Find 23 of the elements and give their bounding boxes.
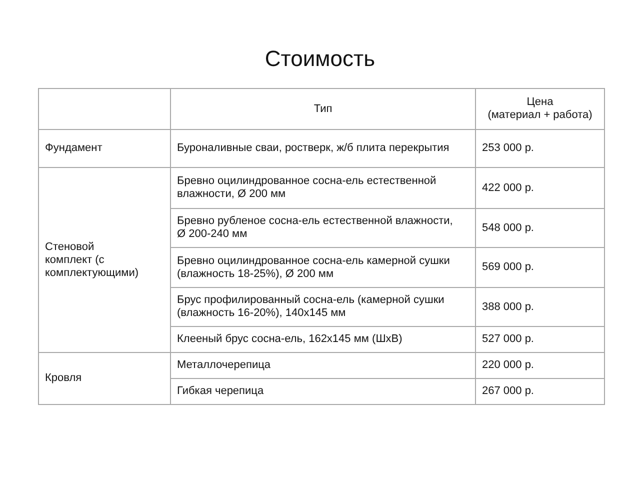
price-cell: 220 000 р. [476, 352, 604, 378]
type-cell: Брус профилированный сосна-ель (камерной сушки (влажность 16-20%), 140х145 мм [170, 288, 476, 326]
category-cell: Кровля [38, 352, 170, 404]
price-cell: 527 000 р. [476, 326, 604, 352]
price-cell: 569 000 р. [476, 248, 604, 288]
type-cell: Клееный брус сосна-ель, 162х145 мм (ШхВ) [170, 326, 476, 352]
price-cell: 388 000 р. [476, 288, 604, 326]
type-cell: Бревно оцилиндрованное сосна-ель камерной сушки (влажность 18-25%), Ø 200 мм [170, 248, 476, 288]
price-cell: 422 000 р. [476, 168, 604, 208]
type-cell: Металлочерепица [170, 352, 476, 378]
type-cell: Бревно оцилиндрованное сосна-ель естественной влажности, Ø 200 мм [170, 168, 476, 208]
title: Стоимость [264, 46, 376, 72]
column-header: (материал + работа) [486, 109, 594, 122]
category-cell: Стеновой комплект (с комплектующими) [38, 168, 170, 352]
category-cell: Фундамент [38, 130, 170, 168]
type-cell: Гибкая черепица [170, 378, 476, 404]
header-cell: Тип [170, 88, 476, 130]
price-cell: 253 000 р. [476, 130, 604, 168]
column-header: Цена [526, 96, 554, 109]
price-cell: 548 000 р. [476, 208, 604, 248]
price-cell: 267 000 р. [476, 378, 604, 404]
type-cell: Буроналивные сваи, ростверк, ж/б плита перекрытия [170, 130, 476, 168]
type-cell: Бревно рубленое сосна-ель естественной влажности, Ø 200-240 мм [170, 208, 476, 248]
